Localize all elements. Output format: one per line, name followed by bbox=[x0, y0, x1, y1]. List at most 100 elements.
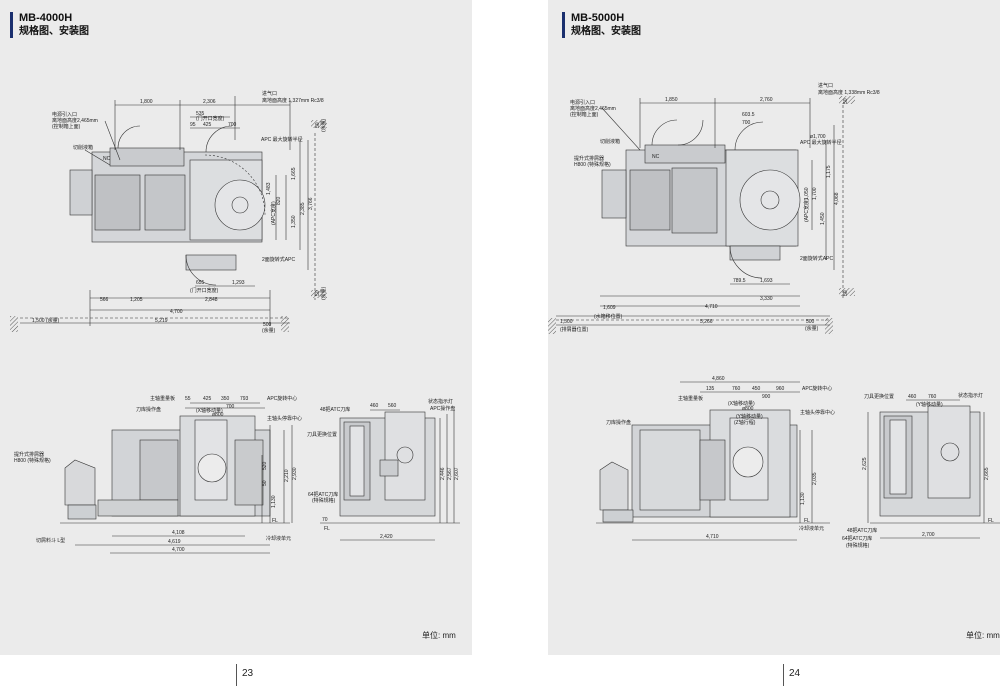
left-side-d2420: 2,420 bbox=[380, 534, 393, 540]
right-side-d2665: 2,665 bbox=[984, 467, 990, 480]
right-plan-apc-width: (APC宽度) bbox=[803, 198, 810, 222]
right-side-atc-note: (特殊规格) bbox=[846, 542, 870, 549]
right-plan-d1050: 1,050 bbox=[804, 187, 810, 200]
right-plan-apc-swing: APC 最大旋转半径 bbox=[800, 139, 842, 146]
right-plan-view bbox=[548, 96, 855, 334]
left-plan-rotary-apc: 2面旋转式APC bbox=[262, 256, 295, 263]
left-front-d700: 700 bbox=[226, 404, 235, 410]
right-plan-d1450: 1,450 bbox=[820, 212, 826, 225]
left-side-apc-op: APC操作盘 bbox=[430, 405, 455, 412]
right-side-status-light: 状态指示灯 bbox=[958, 392, 983, 399]
left-side-d2446: 2,446 bbox=[440, 467, 446, 480]
left-front-d1130: 1,130 bbox=[271, 495, 277, 508]
left-plan-d2306: 2,306 bbox=[203, 99, 216, 105]
right-side-d2700: 2,700 bbox=[922, 532, 935, 538]
left-front-d4108: 4,108 bbox=[172, 530, 185, 536]
right-front-d450: 450 bbox=[752, 386, 761, 392]
left-front-d55: 55 bbox=[185, 396, 191, 402]
right-side-text: 刀具更换位置 状态指示灯 460 760 (Y轴移动量) 48把ATC刀库 64… bbox=[842, 392, 994, 549]
right-plan-d700: 700 bbox=[742, 120, 751, 126]
left-plan-d700: 700 bbox=[228, 122, 237, 128]
page-gutter bbox=[472, 0, 548, 690]
right-plan-power-inlet-spec: 离地面高度2,465mm bbox=[570, 105, 616, 112]
right-side-atc64: 64把ATC刀库 bbox=[842, 535, 872, 542]
left-plan-d2385: 2,385 bbox=[300, 202, 306, 215]
left-front-view bbox=[60, 402, 293, 554]
left-plan-nc: NC bbox=[103, 156, 111, 162]
left-plan-d5219: 5,219 bbox=[155, 318, 168, 324]
left-side-tool-change: 刀具更换位置 bbox=[307, 431, 337, 438]
right-front-d135: 135 bbox=[706, 386, 715, 392]
right-plan-power-inlet: 电源引入口 bbox=[570, 99, 595, 106]
left-plan-power-inlet-note: (控制箱上面) bbox=[52, 123, 81, 130]
left-page-number-bar bbox=[236, 664, 237, 686]
left-front-chip-bucket: 切屑料斗 L型 bbox=[36, 537, 65, 544]
left-side-d70: 70 bbox=[322, 517, 328, 523]
right-front-d2035: 2,035 bbox=[812, 472, 818, 485]
left-side-d560: 560 bbox=[388, 403, 397, 409]
left-side-atc64: 64把ATC刀库 bbox=[308, 491, 338, 498]
left-plan-d500: 500 bbox=[263, 322, 272, 328]
left-front-d425: 425 bbox=[203, 396, 212, 402]
right-subtitle: 规格图、安装图 bbox=[571, 26, 641, 37]
left-front-apc-center: APC旋转中心 bbox=[267, 395, 297, 402]
right-plan-d1700v: 1,700 bbox=[812, 187, 818, 200]
left-front-pallet-center: (X轴移动量) bbox=[196, 407, 223, 414]
right-front-text: 4,860 135 760 450 960 900 ø800 主轴重量板 (X轴… bbox=[606, 376, 835, 540]
right-plan-d1175: 1,175 bbox=[826, 165, 832, 178]
left-plan-d820: 820 bbox=[276, 196, 282, 205]
left-front-lift-spec: H800 (特殊规格) bbox=[14, 457, 51, 464]
left-plan-view bbox=[10, 96, 327, 332]
left-plan-door-open2: (门开口宽度) bbox=[190, 287, 219, 294]
right-plan-text: NC 进气口 离地面高度 1,338mm Rc3/8 电源引入口 离地面高度2,… bbox=[560, 82, 880, 333]
right-model-title: MB-5000H bbox=[571, 12, 625, 24]
left-plan-d3766: 3,766 bbox=[308, 197, 314, 210]
right-side-fl: FL bbox=[988, 518, 994, 524]
left-side-atc48: 48把ATC刀库 bbox=[320, 406, 350, 413]
left-front-spindle-cover: 主轴重量板 bbox=[150, 395, 175, 402]
left-side-d2607: 2,607 bbox=[454, 467, 460, 480]
right-front-d900: 900 bbox=[762, 394, 771, 400]
right-front-d960: 960 bbox=[776, 386, 785, 392]
left-side-status-light: 状态指示灯 bbox=[428, 398, 453, 405]
left-plan-margin: (余量) bbox=[262, 327, 276, 334]
left-front-d4619: 4,619 bbox=[168, 539, 181, 545]
right-unit: 单位: mm bbox=[966, 631, 1000, 640]
left-front-d2930: 2,930 bbox=[292, 467, 298, 480]
right-front-d4860: 4,860 bbox=[712, 376, 725, 382]
right-plan-screen-pos: (排屑器位置) bbox=[560, 326, 589, 333]
right-side-view bbox=[867, 399, 1000, 539]
left-plan-d655: 655 bbox=[196, 280, 205, 286]
right-front-spindle-cover: 主轴重量板 bbox=[678, 395, 703, 402]
left-plan-d1800: 1,800 bbox=[140, 99, 153, 105]
left-plan-d566: 566 bbox=[100, 297, 109, 303]
left-side-text: 48把ATC刀库 刀具更换位置 64把ATC刀库 (特殊规格) 状态指示灯 AP… bbox=[307, 398, 460, 540]
left-side-d2567: 2,567 bbox=[447, 467, 453, 480]
right-plan-margin: (余量) bbox=[805, 325, 819, 332]
right-plan-lift-spec: H800 (特殊规格) bbox=[574, 161, 611, 168]
right-plan-air-inlet-spec: 离地面高度 1,338mm Rc3/8 bbox=[818, 89, 880, 96]
left-plan-d1500: 1,500 bbox=[32, 318, 45, 324]
left-front-d4700: 4,700 bbox=[172, 547, 185, 553]
right-page bbox=[548, 0, 1000, 655]
left-side-d460: 460 bbox=[370, 403, 379, 409]
right-front-d1130: 1,130 bbox=[800, 492, 806, 505]
left-plan-power-inlet-spec: 离地面高度2,465mm bbox=[52, 117, 98, 124]
left-side-atc-note: (特殊规格) bbox=[312, 497, 336, 504]
left-plan-cutting-tank: 切削液箱 bbox=[73, 144, 93, 151]
right-plan-d2760: 2,760 bbox=[760, 97, 773, 103]
right-page-number-bar bbox=[783, 664, 784, 686]
right-side-d460: 460 bbox=[908, 394, 917, 400]
right-plan-water-tank: (水箱移位置) bbox=[594, 313, 623, 320]
left-plan-d1293: 1,293 bbox=[232, 280, 245, 286]
right-front-d760: 760 bbox=[732, 386, 741, 392]
right-side-tool-change: 刀具更换位置 bbox=[864, 393, 894, 400]
left-side-view bbox=[320, 409, 460, 541]
right-front-d4710: 4,710 bbox=[706, 534, 719, 540]
left-plan-margin-left: (余量) bbox=[46, 317, 60, 324]
right-plan-d1500: 1,500 bbox=[560, 319, 573, 325]
left-plan-air-inlet: 进气口 bbox=[262, 90, 277, 97]
right-plan-rotary-apc: 2面旋转式APC bbox=[800, 255, 833, 262]
right-plan-nc: NC bbox=[652, 154, 660, 160]
left-title-block: MB-4000H 规格图、安装图 bbox=[10, 12, 89, 38]
